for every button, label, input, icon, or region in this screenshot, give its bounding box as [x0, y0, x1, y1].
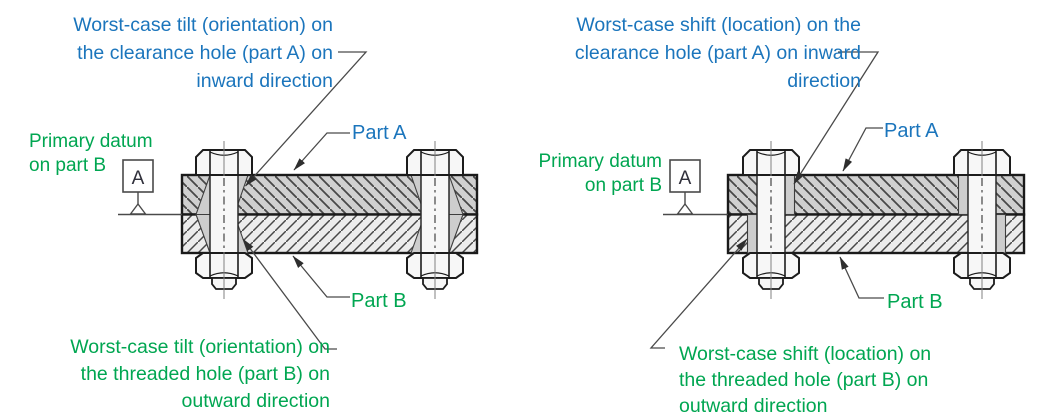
- annotation-line: Worst-case shift (location) on the: [576, 14, 861, 36]
- annotation-line: outward direction: [181, 390, 331, 412]
- annotation-line: direction: [787, 70, 861, 92]
- right-part-b-leader-line: [839, 256, 884, 299]
- right-datum-letter: A: [679, 168, 692, 189]
- right-shift-clearance-leader-line: [793, 51, 880, 185]
- annotation-line: the threaded hole (part B) on: [679, 369, 929, 391]
- annotation-line: Primary datum: [29, 131, 153, 152]
- left-datum-symbol: A: [118, 159, 182, 216]
- left-primary-datum-label: Primary datum on part B: [29, 130, 164, 178]
- left-part-b-label: Part B: [351, 290, 407, 312]
- annotation-line: Worst-case tilt (orientation) on: [70, 336, 330, 358]
- right-bottom-annotation: Worst-case shift (location) on the threa…: [679, 341, 969, 419]
- right-part-b-label: Part B: [887, 291, 943, 313]
- right-primary-datum-label: Primary datum on part B: [530, 150, 662, 198]
- left-bottom-annotation: Worst-case tilt (orientation) on the thr…: [28, 334, 330, 415]
- left-part-a-leader-line: [293, 132, 350, 171]
- left-tilt-threaded-leader-line: [242, 238, 337, 350]
- right-part-a-label: Part A: [884, 120, 939, 142]
- right-part-a-leader-line: [842, 127, 883, 172]
- annotation-line: Worst-case shift (location) on: [679, 343, 932, 365]
- annotation-line: inward direction: [196, 70, 333, 92]
- left-part-b-leader-line: [292, 255, 350, 298]
- annotation-line: Primary datum: [538, 151, 662, 172]
- left-tilt-clearance-leader-line: [245, 51, 368, 187]
- annotation-line: the threaded hole (part B) on: [80, 363, 330, 385]
- left-part-a-label: Part A: [352, 122, 407, 144]
- right-shift-threaded-leader-line: [649, 238, 748, 349]
- left-assembly: A: [118, 51, 479, 350]
- left-top-annotation: Worst-case tilt (orientation) on the cle…: [28, 11, 333, 95]
- annotation-line: on part B: [584, 175, 662, 196]
- right-top-annotation: Worst-case shift (location) on the clear…: [527, 11, 861, 95]
- left-datum-letter: A: [132, 168, 145, 189]
- right-assembly: A: [649, 51, 1026, 349]
- annotation-line: clearance hole (part A) on inward: [574, 42, 861, 64]
- annotation-line: outward direction: [679, 395, 828, 417]
- annotation-line: on part B: [29, 155, 107, 176]
- right-datum-symbol: A: [663, 159, 728, 216]
- annotation-line: the clearance hole (part A) on: [77, 42, 333, 64]
- annotation-line: Worst-case tilt (orientation) on: [73, 14, 333, 36]
